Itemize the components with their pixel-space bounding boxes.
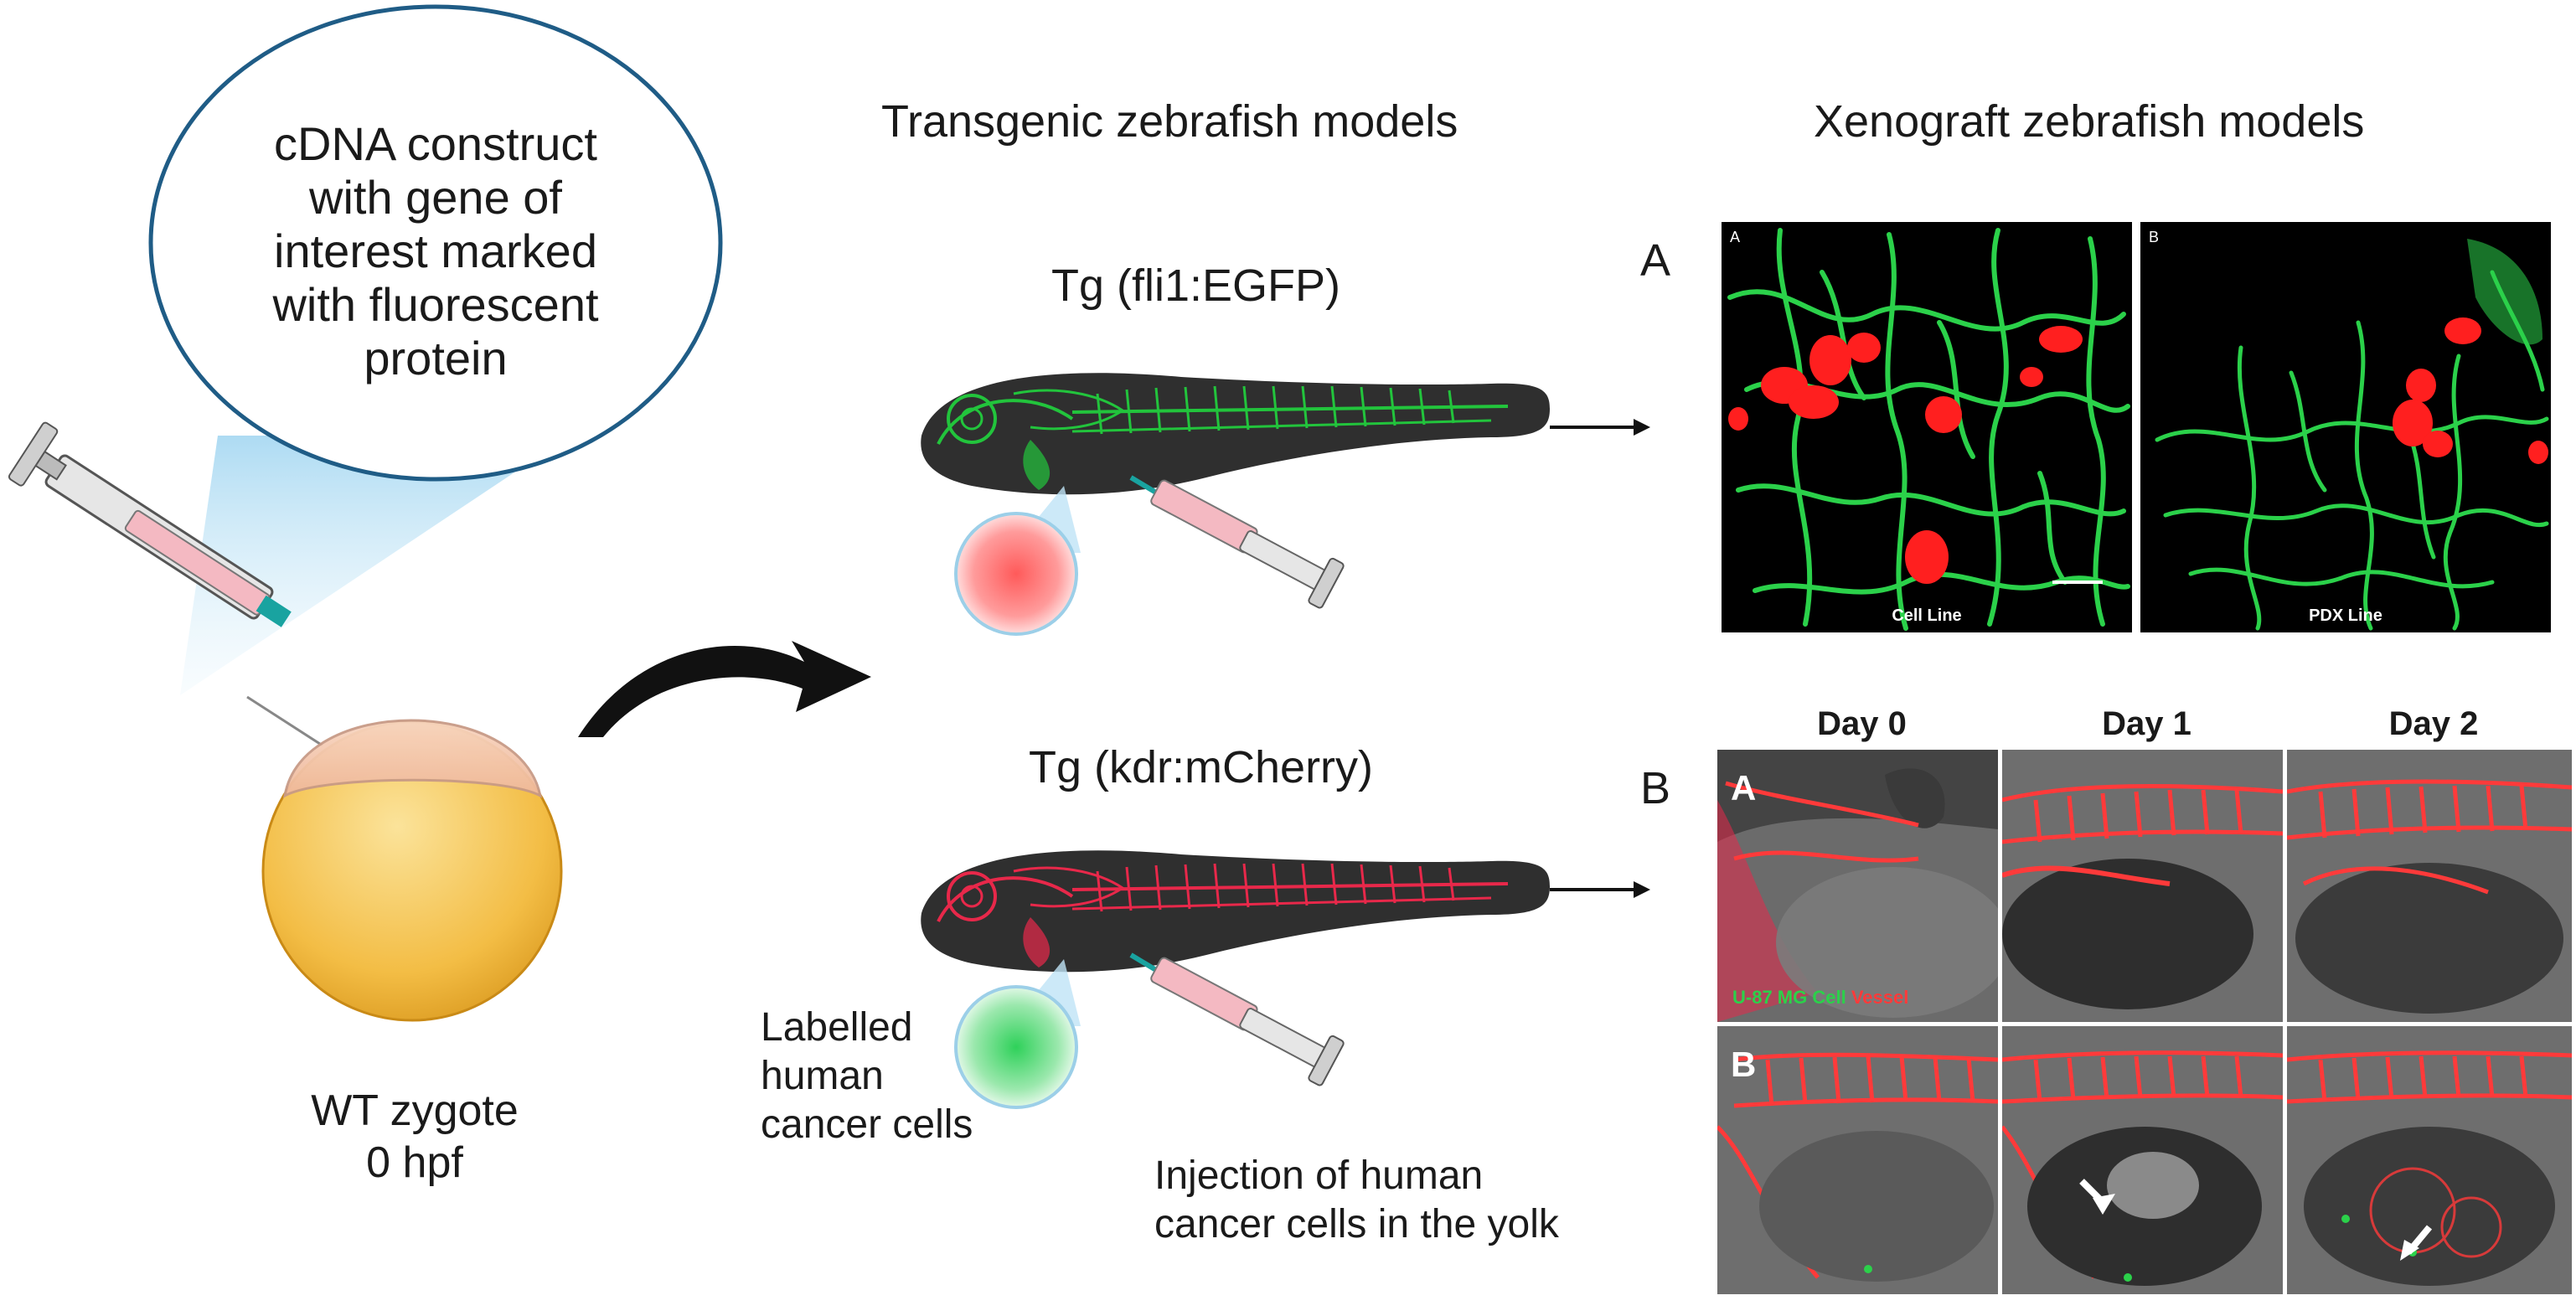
speech-bubble <box>148 4 723 482</box>
bubble-line: interest marked <box>274 224 597 277</box>
transgenic-title: Transgenic zebrafish models <box>881 96 1458 147</box>
legend-red: Vessel <box>1851 987 1909 1008</box>
syringe-icon <box>8 421 323 747</box>
micro-caption: Cell Line <box>1892 606 1962 625</box>
arrow-right-icon <box>1550 881 1650 898</box>
timelapse-row-b-day1 <box>2002 1026 2283 1294</box>
red-cancer-cells-icon <box>954 512 1078 636</box>
transgenic-diagram <box>921 373 1650 1109</box>
fish-red-icon <box>921 850 1550 973</box>
micro-caption: PDX Line <box>2309 606 2382 625</box>
bubble-text: cDNA construct with gene of interest mar… <box>159 117 712 385</box>
timelapse-row-a-day2 <box>2287 750 2572 1022</box>
injection-caption: Injection of human cancer cells in the y… <box>1154 1152 1559 1249</box>
timelapse-row-a-day1 <box>2002 750 2283 1022</box>
zygote-label: WT zygote 0 hpf <box>276 1085 553 1189</box>
injection-line: cancer cells in the yolk <box>1154 1202 1559 1246</box>
legend-text: U-87 MG Cell Vessel <box>1732 987 1908 1009</box>
bubble-diagram <box>8 4 871 1022</box>
labelled-line: human <box>761 1054 884 1098</box>
panel-b-letter: B <box>1640 763 1671 813</box>
light-beam <box>180 436 570 695</box>
labelled-cells-caption: Labelled human cancer cells <box>761 1004 973 1149</box>
tg2-label: Tg (kdr:mCherry) <box>1029 742 1374 792</box>
arrow-marker-icon <box>2400 1225 2433 1261</box>
green-cancer-cells-icon <box>954 985 1078 1109</box>
timelapse-row-b-day0: B <box>1717 1026 1998 1294</box>
injection-line: Injection of human <box>1154 1153 1484 1198</box>
bubble-line: protein <box>364 332 508 384</box>
tg1-label: Tg (fli1:EGFP) <box>1051 261 1341 311</box>
bubble-line: with fluorescent <box>272 278 599 331</box>
timelapse-row-b-day2 <box>2287 1026 2572 1294</box>
syringe-icon <box>1129 475 1345 609</box>
day-header: Day 2 <box>2388 705 2479 742</box>
row-letter: B <box>1731 1045 1757 1084</box>
timelapse-row-a-day0: A U-87 MG Cell Vessel <box>1717 750 1998 1022</box>
legend-green: U-87 MG Cell <box>1732 987 1846 1008</box>
bubble-line: with gene of <box>309 171 562 224</box>
labelled-line: cancer cells <box>761 1102 973 1147</box>
zygote-label-line1: WT zygote <box>311 1086 519 1135</box>
day-header: Day 0 <box>1817 705 1907 742</box>
micro-corner-label: B <box>2149 229 2160 245</box>
arrow-marker-icon <box>2079 1179 2115 1215</box>
zygote-icon <box>261 719 563 1022</box>
micro-corner-label: A <box>1730 229 1741 245</box>
curved-arrow-icon <box>578 641 871 737</box>
fish-green-icon <box>921 373 1550 495</box>
labelled-line: Labelled <box>761 1005 913 1050</box>
micro-image-pdx-line: B PDX Line <box>2140 222 2551 632</box>
day-header: Day 1 <box>2102 705 2191 742</box>
arrow-right-icon <box>1550 419 1650 436</box>
bubble-line: cDNA construct <box>274 117 597 170</box>
xenograft-title: Xenograft zebrafish models <box>1814 96 2365 147</box>
micro-image-cell-line: A Cell Line <box>1722 222 2132 632</box>
syringe-icon <box>1129 952 1345 1086</box>
row-letter: A <box>1731 768 1757 808</box>
zygote-label-line2: 0 hpf <box>366 1138 463 1187</box>
panel-a-letter: A <box>1640 235 1671 286</box>
